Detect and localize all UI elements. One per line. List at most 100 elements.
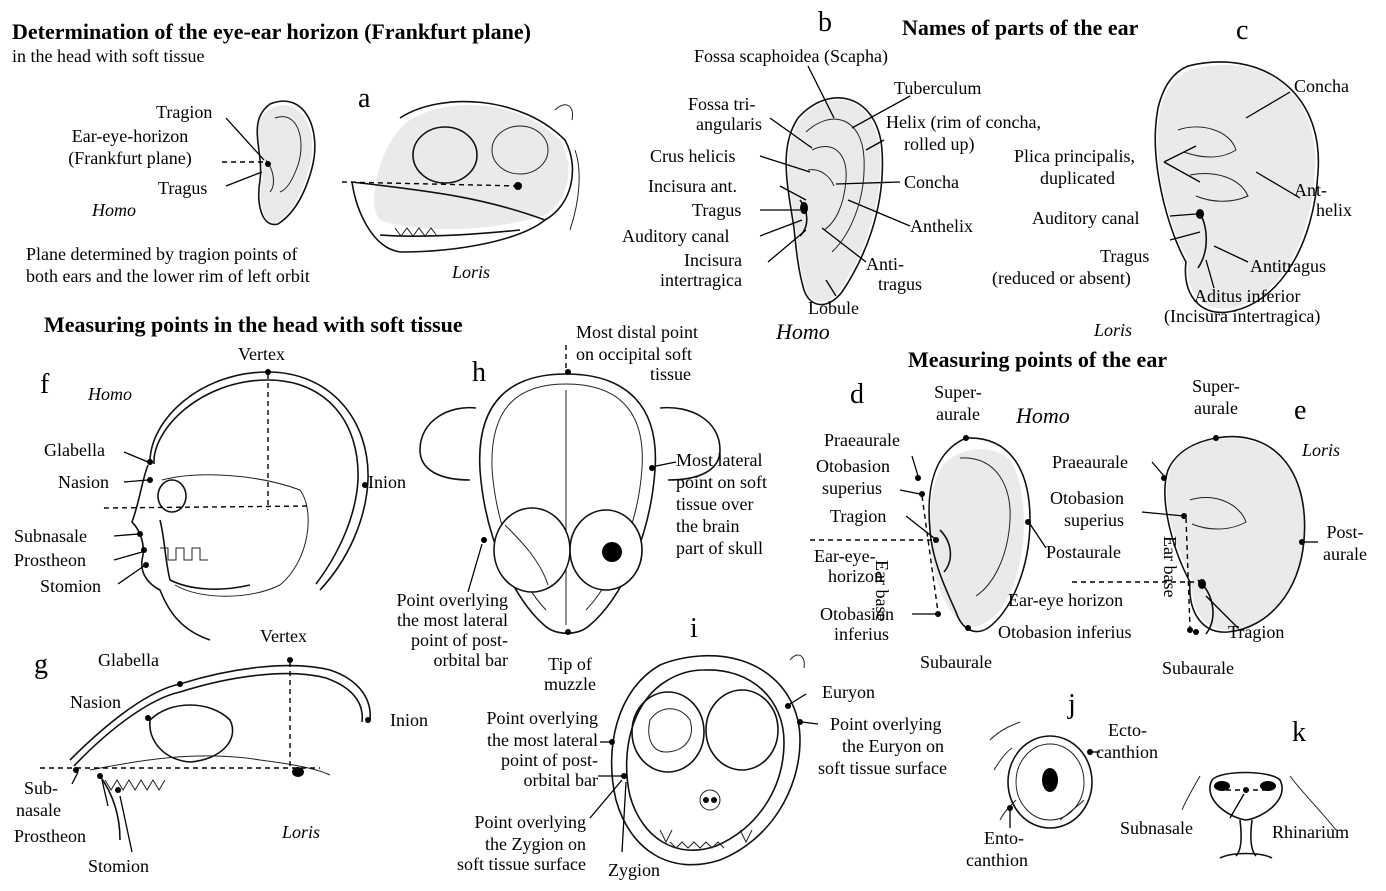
c-antitragus: Antitragus	[1250, 256, 1326, 276]
k-subnasale: Subnasale	[1120, 818, 1193, 838]
panel-b-homo-ear	[785, 97, 884, 306]
i-euryon-point-2: the Euryon on	[842, 736, 944, 756]
c-tragus-1: Tragus	[1100, 246, 1150, 266]
f-subnasale: Subnasale	[14, 526, 87, 546]
a-note-line-2: both ears and the lower rim of left orbi…	[26, 266, 310, 286]
b-fossa-scaphoidea: Fossa scaphoidea (Scapha)	[694, 46, 888, 66]
i-postorbital-2: the most lateral	[487, 730, 598, 750]
i-zygion-point-1: Point overlying	[474, 812, 587, 832]
d-horizon-1: Ear-eye-	[814, 546, 876, 566]
f-inion: Inion	[368, 472, 406, 492]
h-postorbital-3: point of post-	[411, 630, 508, 650]
g-vertex: Vertex	[260, 626, 307, 646]
b-concha: Concha	[904, 172, 959, 192]
j-ento-2: canthion	[966, 850, 1028, 870]
f-vertex: Vertex	[238, 344, 285, 364]
d-superaurale-1: Super-	[934, 382, 982, 402]
a-note-line-1: Plane determined by tragion points of	[26, 244, 298, 264]
panel-k-nose	[1181, 771, 1337, 859]
c-aditus-2: (Incisura intertragica)	[1164, 306, 1321, 326]
f-nasion: Nasion	[58, 472, 109, 492]
e-loris-label: Loris	[1302, 440, 1341, 460]
d-otobasion-inf-1: Otobasion	[820, 604, 894, 624]
d-homo-label: Homo	[1016, 403, 1070, 428]
e-tragion: Tragion	[1228, 622, 1285, 642]
panel-b-leaders	[759, 65, 911, 297]
e-otobasion-inf: Otobasion inferius	[998, 622, 1132, 642]
b-lobule: Lobule	[808, 298, 859, 318]
i-euryon-point-3: soft tissue surface	[818, 758, 947, 778]
e-horizon: Ear-eye horizon	[1008, 590, 1124, 610]
d-praeaurale: Praeaurale	[824, 430, 900, 450]
a-homo-label: Homo	[92, 200, 136, 220]
b-incisura-1: Incisura	[684, 250, 742, 270]
e-postaurale-1: Post-	[1326, 522, 1364, 542]
panel-c-leaders	[1163, 91, 1301, 289]
h-postorbital-4: orbital bar	[433, 650, 508, 670]
ear-parts-title: Names of parts of the ear	[902, 15, 1139, 40]
f-prostheon: Prostheon	[14, 550, 86, 570]
h-lateral-5: part of skull	[676, 538, 763, 558]
b-crus-helicis: Crus helicis	[650, 146, 736, 166]
d-otobasion-sup-2: superius	[822, 478, 882, 498]
e-subaurale: Subaurale	[1162, 658, 1234, 678]
i-zygion-point-3: soft tissue surface	[457, 854, 586, 874]
d-tragion: Tragion	[830, 506, 887, 526]
panel-a-homo-ear	[222, 100, 316, 226]
h-muzzle-2: muzzle	[544, 674, 596, 694]
h-postorbital-2: the most lateral	[397, 610, 508, 630]
panel-letter-f: f	[40, 369, 50, 400]
e-ear-base: Ear base	[1160, 536, 1180, 598]
c-plica-1: Plica principalis,	[1014, 146, 1135, 166]
i-zygion-point-2: the Zygion on	[485, 834, 586, 854]
g-loris-label: Loris	[282, 822, 321, 842]
panel-letter-g: g	[34, 649, 48, 680]
c-auditory-canal: Auditory canal	[1032, 208, 1140, 228]
e-otobasion-sup-1: Otobasion	[1050, 488, 1124, 508]
panel-letter-i: i	[690, 613, 698, 644]
panel-i-loris-head	[589, 654, 819, 866]
f-homo-label: Homo	[88, 384, 132, 404]
panel-letter-a: a	[358, 83, 371, 114]
b-fossa-tri-2: angularis	[696, 114, 762, 134]
h-lateral-1: Most lateral	[676, 450, 763, 470]
panel-letter-c: c	[1236, 15, 1249, 46]
g-stomion: Stomion	[88, 856, 150, 876]
b-homo-label: Homo	[776, 319, 830, 344]
i-postorbital-4: orbital bar	[523, 770, 598, 790]
c-tragus-2: (reduced or absent)	[992, 268, 1131, 288]
h-postorbital-1: Point overlying	[396, 590, 509, 610]
h-lateral-4: the brain	[676, 516, 740, 536]
g-nasion: Nasion	[70, 692, 121, 712]
h-distal-1: Most distal point	[576, 322, 699, 342]
h-lateral-2: point on soft	[676, 472, 768, 492]
h-distal-3: tissue	[650, 364, 692, 384]
panel-g-loris-skull	[40, 657, 371, 853]
g-prostheon: Prostheon	[14, 826, 86, 846]
b-antitragus-2: tragus	[878, 274, 922, 294]
f-glabella: Glabella	[44, 440, 105, 460]
i-zygion: Zygion	[608, 860, 660, 880]
a-horizon-label-1: Ear-eye-horizon	[71, 126, 189, 146]
d-otobasion-inf-2: inferius	[834, 624, 889, 644]
b-helix-2: rolled up)	[904, 134, 975, 154]
b-fossa-tri-1: Fossa tri-	[688, 94, 756, 114]
e-praeaurale: Praeaurale	[1052, 452, 1128, 472]
panel-j-eye	[989, 721, 1100, 829]
panel-d-homo-ear	[810, 435, 1047, 633]
f-stomion: Stomion	[40, 576, 102, 596]
d-subaurale: Subaurale	[920, 652, 992, 672]
j-ecto-1: Ecto-	[1108, 720, 1147, 740]
c-aditus-1: Aditus inferior	[1194, 286, 1301, 306]
e-postaurale-2: aurale	[1323, 544, 1367, 564]
e-superaurale-1: Super-	[1192, 376, 1240, 396]
i-euryon: Euryon	[822, 682, 875, 702]
j-ento-1: Ento-	[984, 828, 1024, 848]
panel-letter-h: h	[472, 357, 486, 388]
ear-points-title: Measuring points of the ear	[908, 347, 1168, 372]
i-postorbital-3: point of post-	[501, 750, 598, 770]
h-muzzle-1: Tip of	[548, 654, 592, 674]
panel-letter-e: e	[1294, 395, 1307, 426]
